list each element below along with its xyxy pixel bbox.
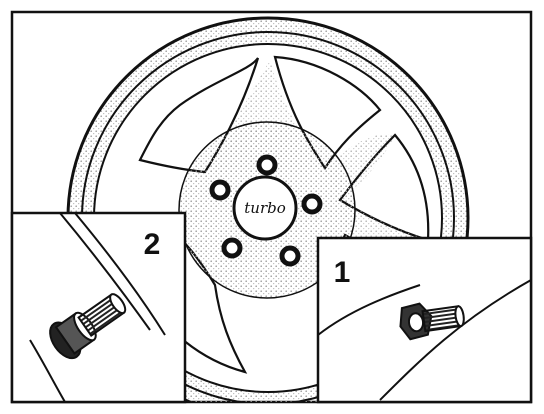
callout-number-1: 1: [334, 256, 351, 289]
lug-nut: [256, 154, 278, 176]
inset-panel-2: 2: [10, 211, 187, 404]
wheel-hub: turbo: [178, 121, 356, 299]
lug-nut: [209, 179, 231, 201]
valve-with-nut-drawing: [399, 302, 465, 341]
lug-nut: [279, 245, 301, 267]
lug-nut: [301, 193, 323, 215]
hub-logo-text: turbo: [244, 199, 286, 217]
inset-panel-1: 1: [316, 236, 533, 404]
lug-nuts: [209, 154, 323, 267]
lug-nut: [221, 237, 243, 259]
callout-number-2: 2: [144, 228, 161, 261]
valve-with-cap-drawing: [49, 293, 127, 360]
